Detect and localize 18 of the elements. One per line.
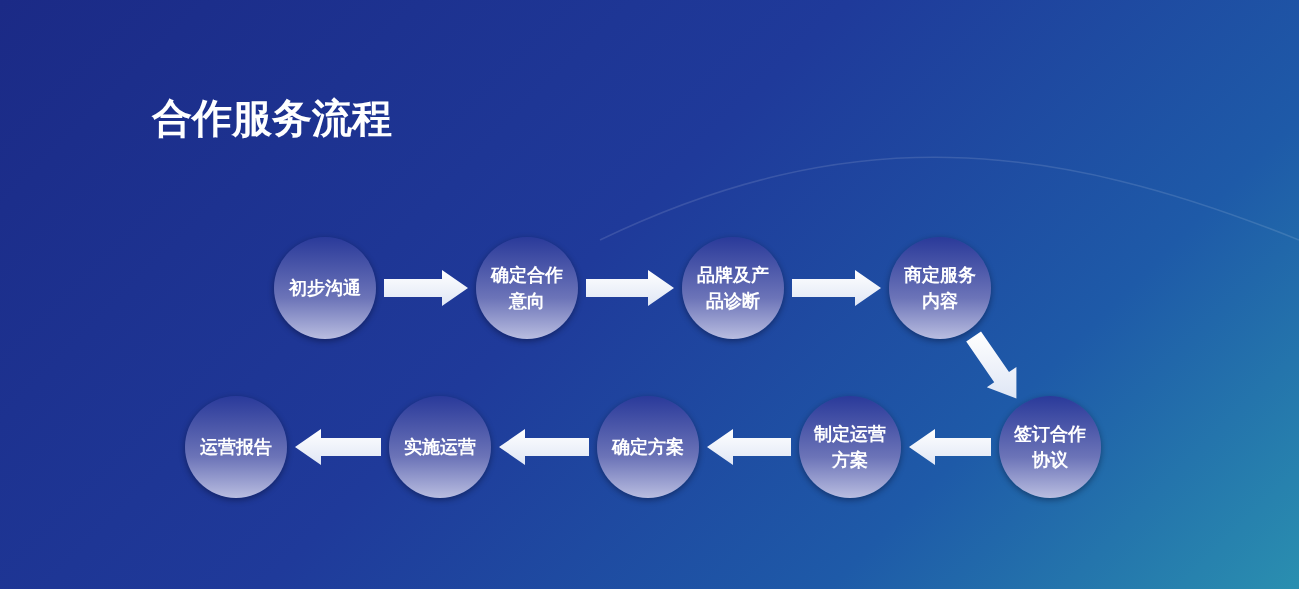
step-label: 商定服务内容 <box>903 263 977 313</box>
step-label: 初步沟通 <box>289 276 361 300</box>
step-label: 确定合作意向 <box>489 263 564 313</box>
step-label: 确定方案 <box>612 435 684 459</box>
step-label: 签订合作协议 <box>1013 422 1087 472</box>
block-arrow <box>295 429 381 465</box>
block-arrow <box>499 429 589 465</box>
block-arrow <box>792 270 881 306</box>
title: 合作服务流程 <box>152 98 392 138</box>
block-arrow <box>966 331 1017 399</box>
block-arrow <box>384 270 468 306</box>
block-arrow <box>586 270 674 306</box>
step-label: 制定运营方案 <box>813 422 887 472</box>
block-arrow <box>707 429 791 465</box>
step-label: 实施运营 <box>404 435 476 459</box>
step-label: 运营报告 <box>200 435 272 459</box>
block-arrow <box>909 429 991 465</box>
step-label: 品牌及产品诊断 <box>696 263 770 313</box>
